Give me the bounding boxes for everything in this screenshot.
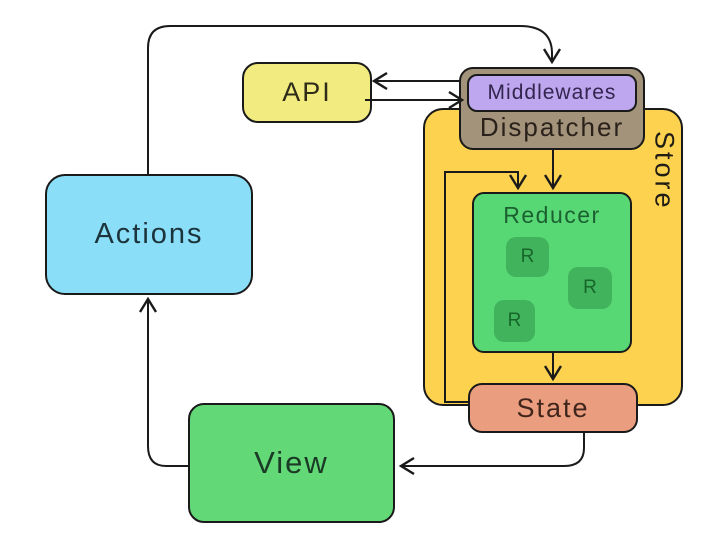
edge-state-to-view bbox=[398, 433, 585, 476]
reducer-item-r2: R bbox=[568, 267, 612, 309]
api-label: API bbox=[282, 77, 332, 107]
api-box: API bbox=[242, 62, 372, 123]
dispatcher-label: Dispatcher bbox=[479, 112, 625, 142]
actions-box: Actions bbox=[45, 174, 253, 295]
reducer-item-label: R bbox=[507, 310, 522, 331]
edge-view-to-actions bbox=[138, 296, 188, 467]
middlewares-label: Middlewares bbox=[487, 81, 617, 104]
state-box: State bbox=[468, 383, 638, 433]
reducer-label: Reducer bbox=[503, 202, 601, 228]
reducer-item-label: R bbox=[583, 277, 597, 298]
store-label: Store bbox=[649, 131, 680, 211]
actions-label: Actions bbox=[94, 218, 204, 250]
view-box: View bbox=[188, 403, 395, 523]
reducer-item-r3: R bbox=[494, 300, 535, 342]
view-label: View bbox=[254, 445, 329, 480]
reducer-item-label: R bbox=[520, 246, 535, 267]
reducer-item-r1: R bbox=[506, 237, 549, 277]
state-label: State bbox=[516, 392, 590, 423]
middlewares-box: Middlewares bbox=[467, 74, 637, 112]
